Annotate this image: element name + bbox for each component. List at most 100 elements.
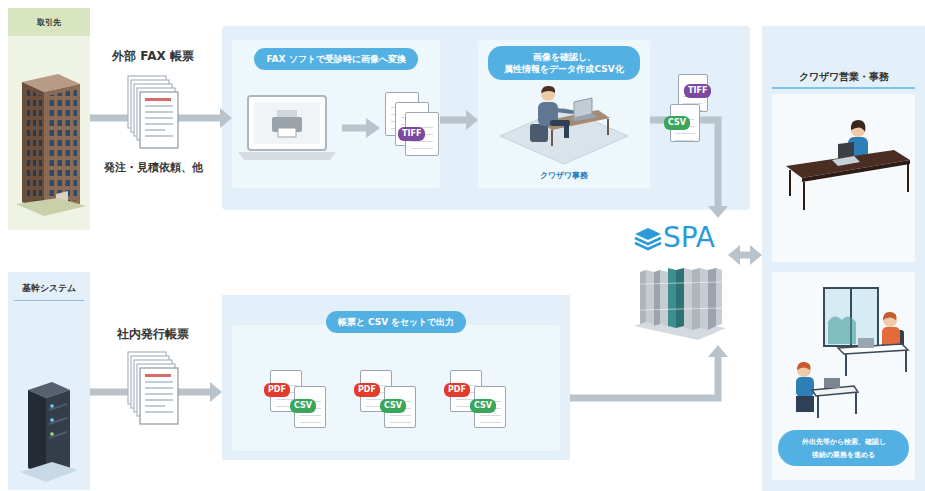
office-illustration-part (772, 94, 915, 262)
remote-workers-part (845, 354, 847, 376)
binder-rack-part (668, 268, 676, 328)
logo-text: SPA (663, 222, 715, 254)
fax-document-stack-part (145, 123, 173, 125)
desk-worker-part (851, 120, 865, 132)
clerk-illustration-part (530, 124, 548, 142)
flow-arrow (570, 345, 728, 398)
laptop-fax-illustration-part (366, 118, 380, 138)
fax-document-stack-part (145, 117, 173, 119)
arrow-head (750, 245, 762, 265)
internal-document-stack-part (145, 393, 173, 395)
server-art (8, 272, 90, 491)
desk-worker-part (802, 160, 910, 182)
arrow-shaft (570, 357, 718, 398)
internal-document-stack-part (145, 405, 165, 407)
binder-rack-part (700, 268, 708, 330)
building-illustration-part (22, 82, 44, 212)
desk-worker (786, 120, 910, 210)
clerk-illustration-part (500, 108, 628, 164)
fax-document-stack-part (145, 129, 165, 131)
building-illustration-part (47, 89, 77, 207)
laptop-fax-illustration-part (254, 102, 320, 144)
binder-rack-part (708, 268, 716, 330)
arrow-head (708, 206, 728, 218)
remote-workers-part (824, 288, 878, 346)
arrow-head (708, 345, 728, 357)
step-pill: 帳票と CSV をセットで出力 (326, 311, 467, 333)
office-illustration-part (772, 87, 915, 89)
laptop-fax-illustration-part (278, 128, 296, 137)
internal-document-stack-part (145, 399, 173, 401)
binder-rack-part (640, 308, 722, 310)
remote-workers-part (855, 392, 857, 414)
internal-document-stack-part (145, 411, 173, 413)
server-illustration-part (49, 432, 67, 438)
office-illustration (762, 26, 925, 491)
binder-rack-part (640, 282, 722, 284)
output-inner-panel-part (232, 325, 560, 451)
remote-workers-part (883, 312, 896, 320)
remote-workers-part (797, 362, 810, 370)
arrow-head (466, 110, 478, 130)
panel-header: 基幹システム (14, 282, 84, 301)
remote-workers-part (824, 378, 840, 388)
laptop-fax-illustration-part (238, 152, 336, 160)
remote-workers-part (817, 396, 819, 418)
file-type-tag: PDF (354, 383, 380, 397)
server-illustration-part (20, 462, 78, 482)
file-type-tag: TIFF (684, 84, 711, 98)
desk-worker-part (803, 182, 805, 210)
building-illustration-part (44, 84, 80, 212)
office-illustration-part (772, 272, 915, 480)
building-illustration (8, 8, 90, 230)
binder-rack-part (654, 270, 660, 326)
remote-workers-part (796, 377, 814, 397)
internal-document-stack-part (145, 374, 171, 377)
arrow-head (210, 382, 222, 402)
spa-logo-and-storage-part (635, 238, 661, 244)
desk-worker-part (789, 170, 791, 196)
process-panel: 画像を確認し、 属性情報をデータ作成CSV化クワザワ事務 (478, 40, 650, 188)
panel-header: 取引先 (8, 8, 90, 36)
desk-worker-part (832, 156, 860, 166)
binder-rack-part (640, 270, 646, 324)
file-type-tag: CSV (470, 399, 496, 413)
binder-rack-part (646, 270, 654, 324)
server-illustration-part (50, 404, 54, 408)
arrow-shaft (740, 252, 750, 259)
server-illustration-part (49, 404, 67, 410)
clerk-illustration-part (541, 86, 555, 93)
clerk-illustration-part (607, 119, 609, 135)
internal-document-stack-part (140, 368, 178, 424)
document-label: 外部 FAX 帳票 (112, 48, 194, 65)
panel-header: クワザワ営業・事務 (799, 70, 889, 84)
arrow-head (220, 108, 232, 128)
arrow-head (728, 245, 740, 265)
document-label: 社内発行帳票 (117, 326, 189, 343)
file-type-tag: CSV (664, 116, 690, 130)
flow-arrow (440, 110, 478, 130)
server-illustration-part (50, 418, 54, 422)
server-illustration-part (49, 418, 67, 424)
building-art (8, 8, 90, 234)
clerk-illustration-part (564, 120, 569, 138)
remote-workers-part (858, 338, 874, 348)
user-art (762, 26, 925, 491)
laptop-fax-illustration-part (248, 96, 326, 150)
remote-workers (796, 288, 908, 418)
fax-flow-band (222, 26, 750, 210)
clerk-illustration-part (556, 110, 572, 112)
file-type-tag: CSV (380, 399, 406, 413)
binder-rack (640, 268, 722, 330)
server-illustration-part (28, 390, 46, 476)
document-label: 発注・見積依頼、他 (104, 160, 203, 175)
internal-document-stack-part (145, 387, 173, 389)
internal-document-stack-part (145, 381, 173, 383)
flow-arrow (728, 245, 762, 265)
spa-logo-and-storage-part (635, 228, 661, 240)
desk-worker-part (907, 164, 909, 192)
actor-label: クワザワ事務 (540, 170, 588, 181)
binder-rack-part (676, 268, 684, 328)
